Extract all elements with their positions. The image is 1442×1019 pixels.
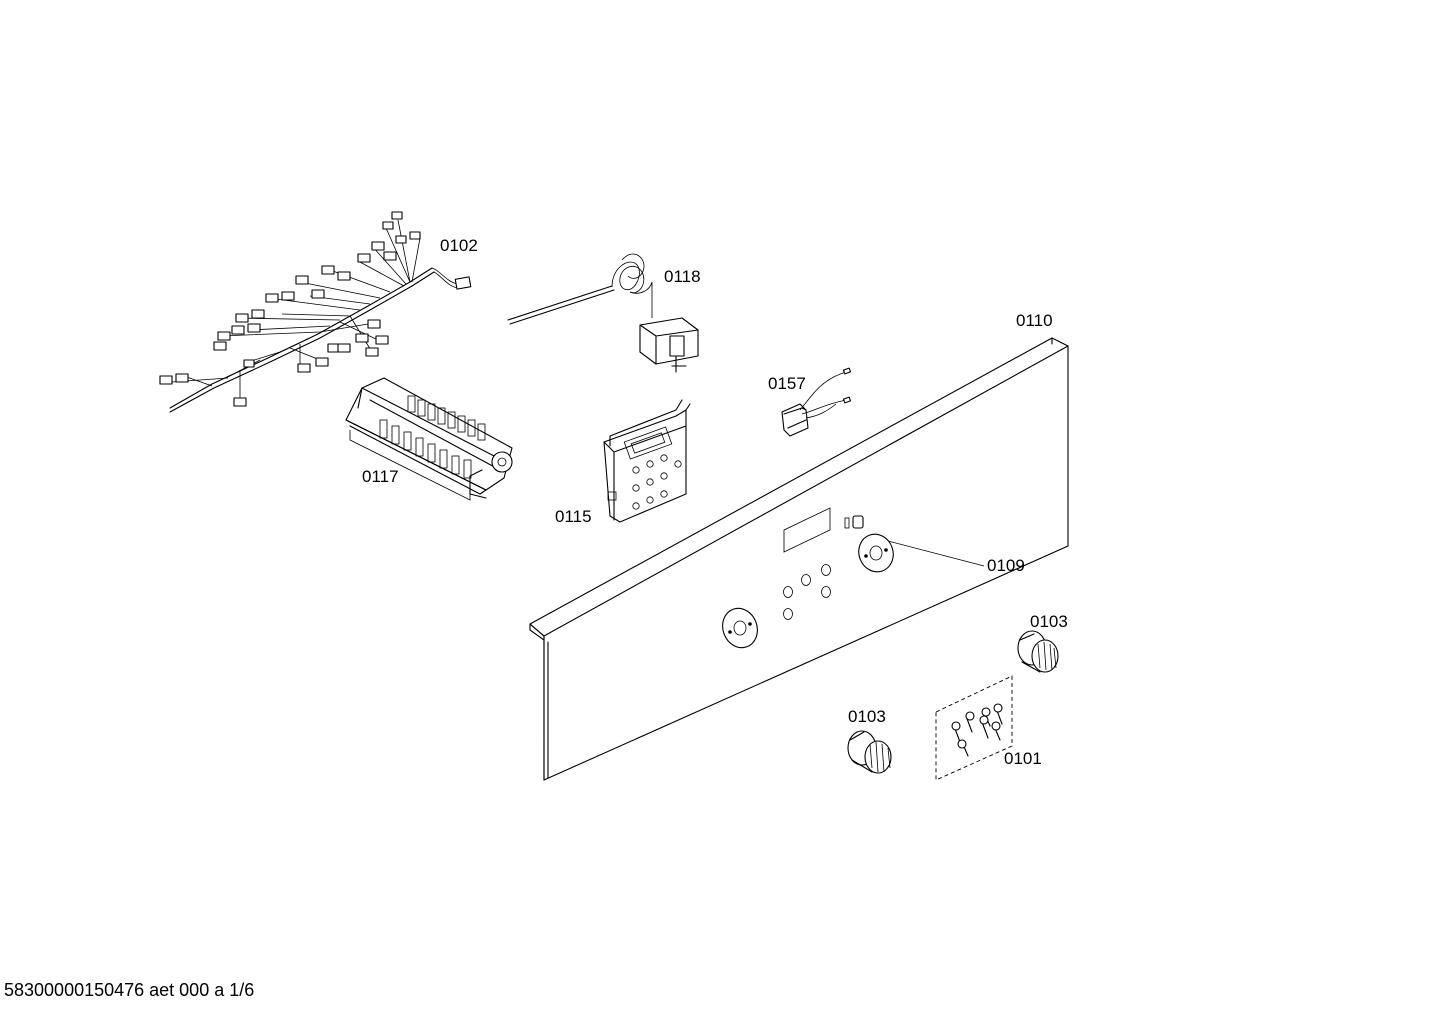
leader-line-0109 xyxy=(887,540,985,567)
selector-switch xyxy=(345,377,513,501)
label-0102: 0102 xyxy=(440,236,478,255)
wiring-harness xyxy=(159,211,472,413)
screws xyxy=(935,675,1013,781)
label-0110: 0110 xyxy=(1016,311,1053,330)
door-switch xyxy=(781,367,852,437)
label-0103-right: 0103 xyxy=(1030,612,1068,631)
label-0118: 0118 xyxy=(664,267,701,286)
label-0115: 0115 xyxy=(555,507,592,526)
knob-right xyxy=(1017,630,1059,673)
timer-module xyxy=(603,399,691,523)
label-0117: 0117 xyxy=(362,467,399,486)
label-0109: 0109 xyxy=(987,556,1025,575)
label-0101: 0101 xyxy=(1004,749,1042,768)
knob-left xyxy=(847,730,892,774)
label-0103-left: 0103 xyxy=(848,707,886,726)
label-0157: 0157 xyxy=(768,374,806,393)
thermostat xyxy=(507,253,699,373)
control-panel xyxy=(529,337,1069,781)
document-footer-code: 58300000150476 aet 000 a 1/6 xyxy=(4,980,255,1000)
